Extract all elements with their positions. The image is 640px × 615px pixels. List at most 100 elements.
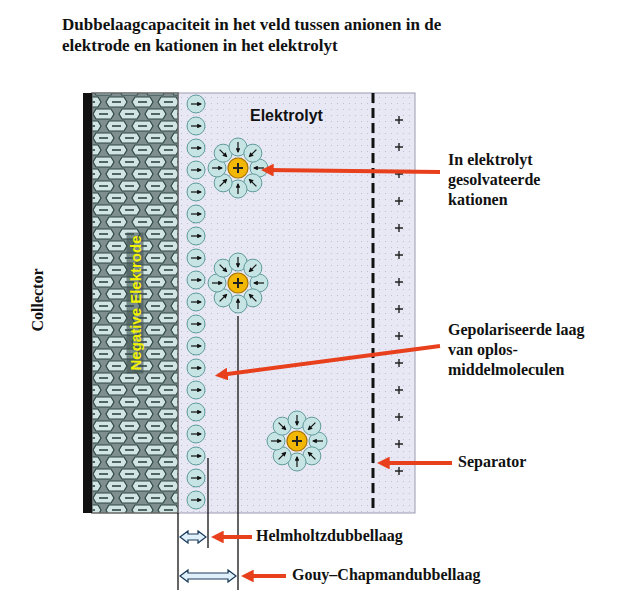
electrolyte-band: Elektrolyt: [178, 93, 415, 513]
dipole-arrow: [191, 499, 201, 500]
cation: [287, 431, 307, 451]
solvent-molecule: [187, 447, 205, 465]
solvent-molecule: [187, 139, 205, 157]
molecule-circle: [187, 425, 205, 443]
dimension-label: Gouy–Chapmandubbellaag: [292, 565, 481, 585]
dipole-arrow: [249, 179, 256, 186]
molecule-circle: [303, 417, 321, 435]
plus-charge: [395, 467, 403, 475]
dipole-arrow: [191, 147, 201, 148]
leader-arrow: [220, 346, 440, 375]
dipole-arrow: [191, 323, 201, 324]
solvent-molecule: [187, 381, 205, 399]
dipole-arrow: [191, 301, 201, 302]
dipole-arrow: [220, 265, 227, 272]
solvent-molecule: [187, 469, 205, 487]
dipole-arrow: [308, 423, 315, 430]
dipole-arrow: [296, 415, 297, 425]
dipole-arrow: [191, 455, 201, 456]
molecule-circle: [187, 117, 205, 135]
cation: [228, 158, 248, 178]
dipole-arrow: [191, 103, 201, 104]
dipole-arrow: [191, 345, 201, 346]
solvent-molecule: [187, 205, 205, 223]
dipole-arrow: [296, 457, 297, 467]
molecule-circle: [187, 161, 205, 179]
solvent-molecule: [187, 491, 205, 509]
plus-charge: [395, 413, 403, 421]
dipole-arrow: [220, 179, 227, 186]
plus-charge: [395, 440, 403, 448]
solvent-molecule: [187, 403, 205, 421]
dimension-label: Helmholtzdubbellaag: [256, 526, 403, 546]
molecule-circle: [187, 315, 205, 333]
plus-charge: [395, 278, 403, 286]
collector-bar: [83, 93, 92, 513]
region-label: Elektrolyt: [248, 107, 325, 125]
dipole-arrow: [220, 294, 227, 301]
molecule-circle: [187, 381, 205, 399]
plus-charge: [395, 305, 403, 313]
callout-label: In elektrolyt gesolvateerde kationen: [448, 150, 598, 210]
solvent-molecule: [187, 293, 205, 311]
cation: [228, 273, 248, 293]
plus-charge: [395, 116, 403, 124]
dipole-arrow: [249, 150, 256, 157]
plus-charge: [395, 143, 403, 151]
plus-charge: [395, 332, 403, 340]
molecule-circle: [244, 259, 262, 277]
leader-arrow: [216, 535, 252, 539]
solvent-molecule: [187, 425, 205, 443]
collector-label: Collector: [28, 268, 48, 331]
separator-line: [372, 93, 375, 513]
molecule-circle: [187, 139, 205, 157]
dipole-arrow: [254, 167, 264, 168]
molecule-circle: [187, 293, 205, 311]
callout-label: Separator: [458, 452, 526, 472]
plus-charge: [395, 386, 403, 394]
title: Dubbelaagcapaciteit in het veld tussen a…: [62, 14, 472, 57]
solvent-molecule: [303, 417, 321, 435]
dipole-arrow: [191, 213, 201, 214]
solvent-molecule: [187, 183, 205, 201]
helmholtz-span: [180, 531, 206, 543]
dipole-arrow: [191, 411, 201, 412]
molecule-circle: [187, 95, 205, 113]
dipole-arrow: [271, 440, 281, 441]
dipole-arrow: [237, 257, 238, 267]
molecule-circle: [187, 271, 205, 289]
molecule-circle: [187, 403, 205, 421]
molecule-circle: [187, 359, 205, 377]
helmholtz-line: [207, 458, 208, 548]
solvent-molecule: [187, 117, 205, 135]
solvent-molecule: [187, 315, 205, 333]
molecule-circle: [187, 469, 205, 487]
solvent-molecule: [187, 161, 205, 179]
plus-charge: [233, 163, 243, 173]
dipole-arrow: [191, 169, 201, 170]
dipole-arrow: [191, 191, 201, 192]
electrolyte-region: [178, 93, 415, 513]
callout-label: Gepolariseerde laag van oplos- middelmol…: [448, 320, 598, 380]
dipole-arrow: [254, 282, 264, 283]
solvent-molecule: [244, 259, 262, 277]
molecule-circle: [187, 205, 205, 223]
dipole-arrow: [191, 279, 201, 280]
solvent-molecule: [187, 95, 205, 113]
solvent-molecule: [187, 337, 205, 355]
dipole-arrow: [191, 433, 201, 434]
gouy-chapman-span: [180, 570, 236, 582]
dipole-arrow: [237, 184, 238, 194]
dipole-arrow: [313, 440, 323, 441]
dipole-arrow: [191, 125, 201, 126]
dipole-arrow: [279, 423, 286, 430]
plus-charge: [292, 436, 302, 446]
electrode-band: Negative Elektrode: [92, 93, 178, 513]
molecule-circle: [187, 337, 205, 355]
leader-arrow: [246, 574, 286, 578]
dipole-arrow: [249, 265, 256, 272]
solvent-molecule: [187, 359, 205, 377]
leader-arrow: [382, 461, 452, 465]
dipole-arrow: [237, 299, 238, 309]
